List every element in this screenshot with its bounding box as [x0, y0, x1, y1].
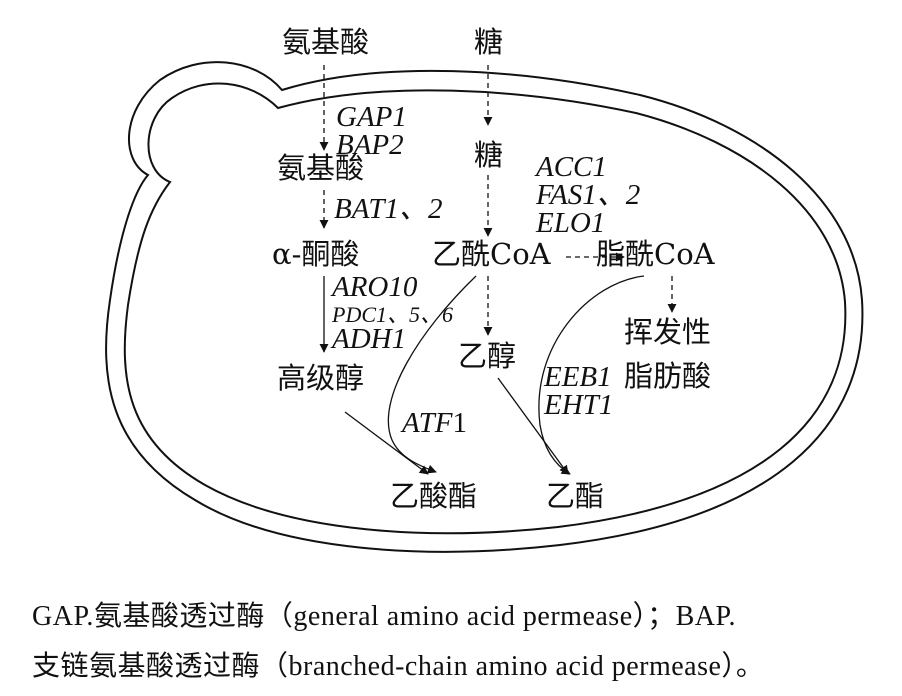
label-sugar-outside: 糖: [474, 25, 503, 59]
cell-wall-inner: [123, 82, 847, 535]
metabolite-labels: 氨基酸 糖 氨基酸 糖 α-酮酸 乙酰CoA 脂酰CoA 高级醇 乙醇 挥发性 …: [272, 25, 716, 513]
label-ethyl-ester: 乙酯: [546, 479, 604, 513]
gene-adh1: ADH1: [330, 323, 406, 355]
label-volatile-fatty-acid-line1: 挥发性: [624, 315, 711, 349]
gene-elo1: ELO1: [535, 207, 605, 239]
cell-wall-outer: [105, 61, 864, 553]
caption-line-2: 支链氨基酸透过酶（branched-chain amino acid perme…: [32, 651, 765, 682]
label-acyl-coa: 脂酰CoA: [596, 237, 716, 271]
gene-atf1: ATF1: [400, 407, 467, 439]
label-keto-acid: α-酮酸: [272, 237, 359, 271]
label-volatile-fatty-acid-line2: 脂肪酸: [624, 359, 711, 393]
gene-atf1-italic: ATF: [400, 407, 453, 439]
gene-atf1-number: 1: [452, 407, 467, 439]
gene-pdc: PDC1、5、6: [331, 302, 453, 327]
gene-acc1: ACC1: [534, 151, 607, 183]
label-higher-alcohol: 高级醇: [277, 361, 364, 395]
label-ethanol: 乙醇: [458, 339, 516, 373]
gene-labels: GAP1 BAP2 BAT1、2 ACC1 FAS1、2 ELO1 ARO10 …: [330, 101, 640, 439]
yeast-cell-outline: [105, 61, 864, 553]
label-acetate-ester: 乙酸酯: [390, 479, 477, 513]
pathway-arrows: [319, 65, 677, 475]
gene-bap2: BAP2: [336, 129, 404, 161]
caption-line-1: GAP.氨基酸透过酶（general amino acid permease）；…: [32, 601, 736, 632]
label-sugar-inside: 糖: [474, 138, 503, 172]
arrow-acyl-coa-to-ethyl-ester: [538, 275, 645, 475]
label-acetyl-coa: 乙酰CoA: [432, 237, 552, 271]
gene-gap1: GAP1: [336, 101, 407, 133]
arrow-higher-alcohol-to-acetate-ester: [344, 411, 429, 475]
label-amino-acid-inside: 氨基酸: [277, 151, 364, 185]
gene-bat: BAT1、2: [334, 193, 442, 225]
gene-fas: FAS1、2: [535, 179, 640, 211]
label-amino-acid-outside: 氨基酸: [282, 25, 369, 59]
gene-eht1: EHT1: [543, 389, 613, 421]
arrow-ethanol-to-ethyl-ester: [497, 377, 569, 475]
gene-eeb1: EEB1: [543, 361, 612, 393]
gene-aro10: ARO10: [330, 271, 418, 303]
arrow-acetyl-coa-to-acetate-ester: [387, 275, 477, 474]
